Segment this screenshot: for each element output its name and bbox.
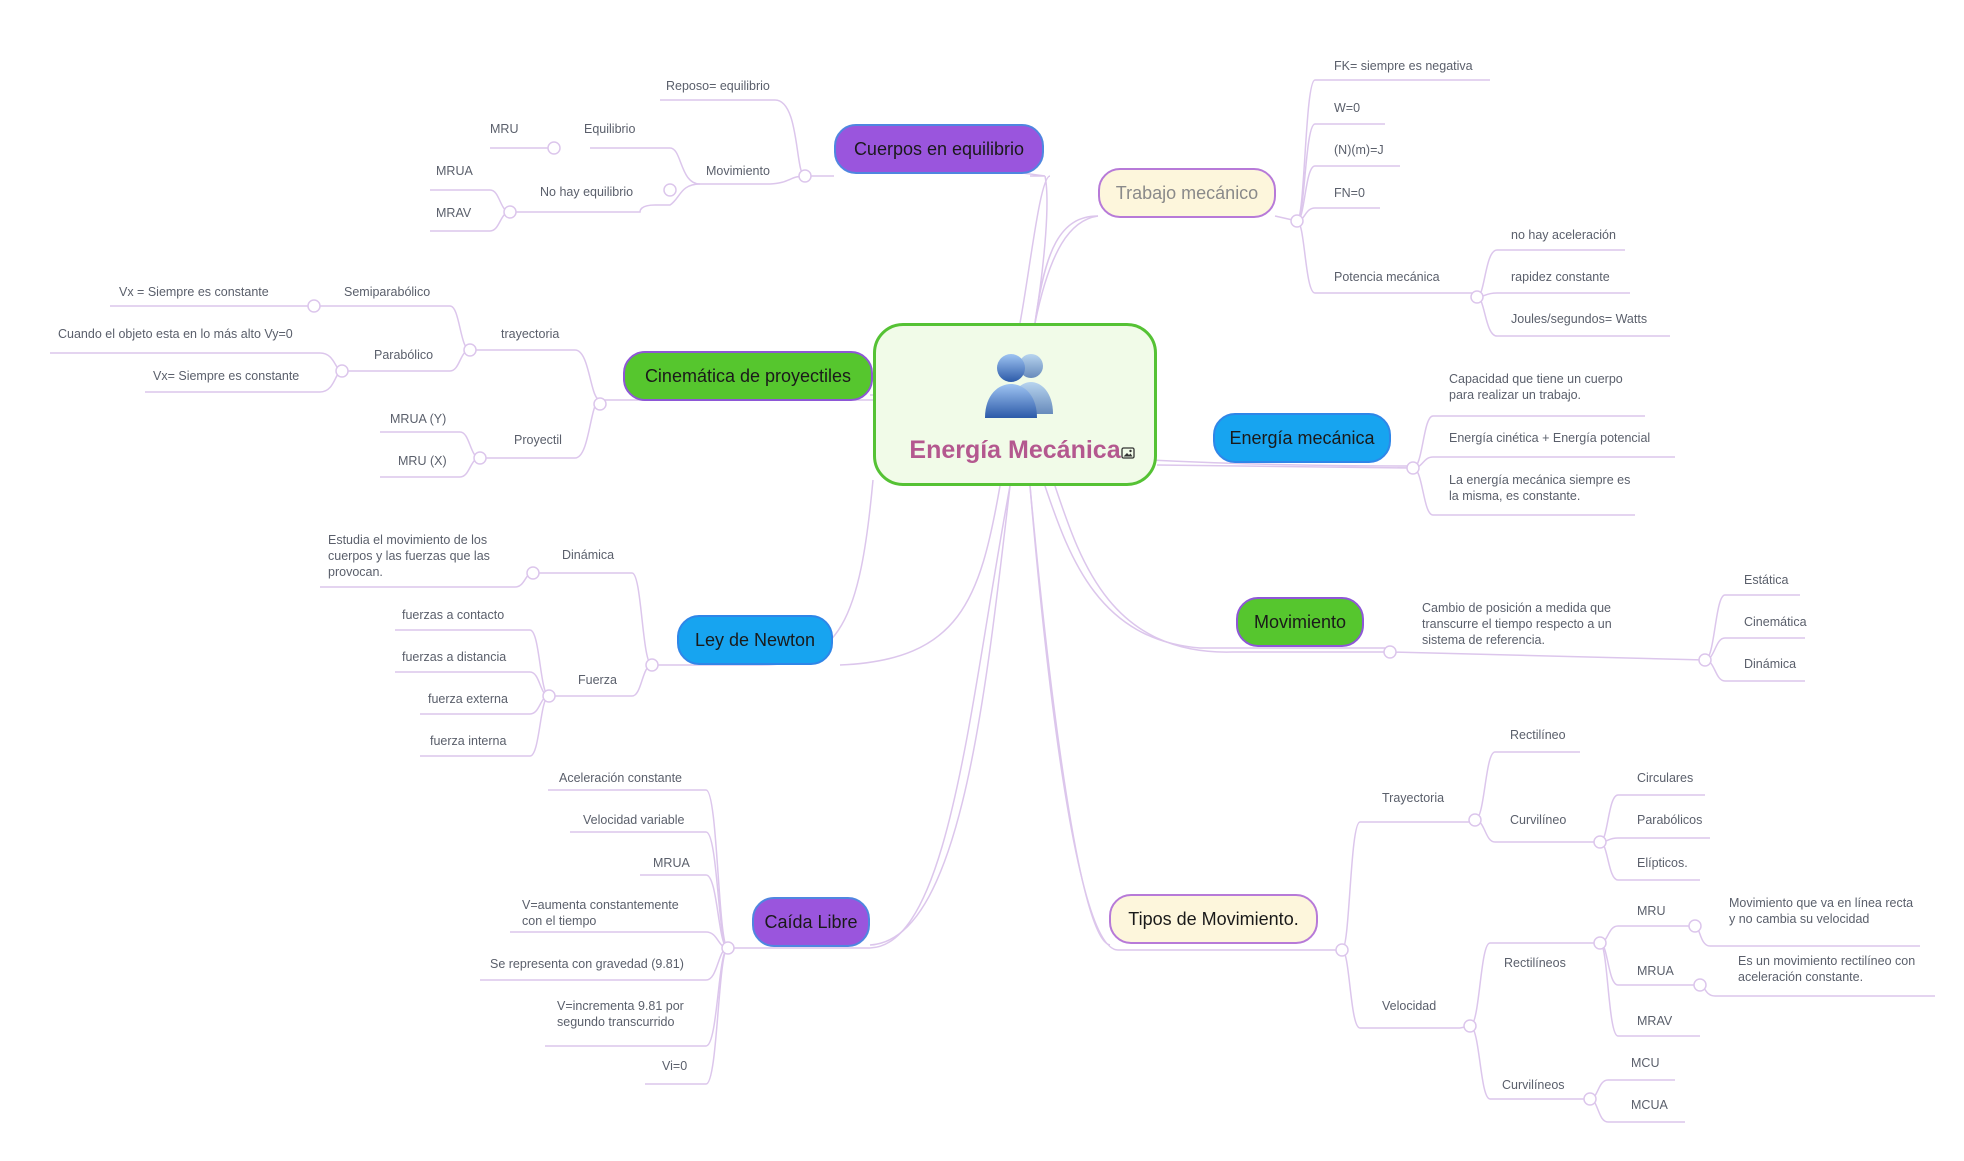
mru-label: MRU [490,122,519,136]
estudia-label: Estudia el movimiento de los cuerpos y l… [328,533,490,579]
caida-item-2: Velocidad variable [583,813,685,827]
topic-trabajo-mecanico[interactable]: Trabajo mecánico [1098,168,1276,218]
topic-cinematica-de-proyectiles[interactable]: Cinemática de proyectiles [623,351,873,401]
image-icon[interactable] [1121,447,1135,459]
fuerza-label: Fuerza [578,673,617,687]
mru-tipos-label: MRU [1637,904,1666,918]
trayectoria-tipos-label: Trayectoria [1382,791,1445,805]
suma-label: Energía cinética + Energía potencial [1449,431,1651,445]
capacidad-label: Capacidad que tiene un cuerpo para reali… [1449,372,1623,402]
no-aceleracion-label: no hay aceleración [1511,228,1616,242]
w-label: W=0 [1334,101,1361,115]
cinematica-sub-label: Cinemática [1744,615,1807,629]
topic-ley-de-newton[interactable]: Ley de Newton [677,615,833,665]
mru-x-label: MRU (X) [398,454,447,468]
mcua-label: MCUA [1631,1098,1668,1112]
caida-item-5: Se representa con gravedad (9.81) [490,957,684,971]
caida-item-1: Aceleración constante [559,771,682,785]
rectilineo-label: Rectilíneo [1510,728,1566,742]
mcu-label: MCU [1631,1056,1660,1070]
vx2-label: Vx= Siempre es constante [153,369,300,383]
trayectoria-label: trayectoria [501,327,560,341]
velocidad-label: Velocidad [1382,999,1437,1013]
interna-label: fuerza interna [430,734,507,748]
topic-movimiento[interactable]: Movimiento [1236,597,1364,647]
equilibrio-label: Equilibrio [584,122,636,136]
no-hay-equilibrio-label: No hay equilibrio [540,185,634,199]
mrua-y-label: MRUA (Y) [390,412,447,426]
caida-item-7: Vi=0 [662,1059,688,1073]
topic-energia-mecanica[interactable]: Energía mecánica [1213,413,1391,463]
mrav-tipos-label: MRAV [1637,1014,1673,1028]
vx-siempre-label: Vx = Siempre es constante [119,285,269,299]
mrua-tipos-label: MRUA [1637,964,1674,978]
proyectil-label: Proyectil [514,433,562,447]
topic-caida-libre[interactable]: Caída Libre [752,897,870,947]
caida-item-3: MRUA [653,856,690,870]
constante-label: La energía mecánica siempre es la misma,… [1449,473,1631,503]
parabolicos-label: Parabólicos [1637,813,1703,827]
caida-item-4: V=aumenta constantemente con el tiempo [522,898,679,928]
reposo-label: Reposo= equilibrio [666,79,770,93]
nmj-label: (N)(m)=J [1334,143,1384,157]
topic-tipos-de-movimiento[interactable]: Tipos de Movimiento. [1109,894,1318,944]
curvilineo-label: Curvilíneo [1510,813,1567,827]
topic-cuerpos-en-equilibrio[interactable]: Cuerpos en equilibrio [834,124,1044,174]
joules-label: Joules/segundos= Watts [1511,312,1648,326]
movimiento-label: Movimiento [706,164,770,178]
central-title: Energía Mecánica [909,436,1121,464]
alto-label: Cuando el objeto esta en lo más alto Vy=… [58,327,293,341]
curvilineos-label: Curvilíneos [1502,1078,1565,1092]
externa-label: fuerza externa [428,692,508,706]
caida-item-6: V=incrementa 9.81 por segundo transcurri… [557,999,684,1029]
semiparabolico-label: Semiparabólico [344,285,431,299]
potencia-label: Potencia mecánica [1334,270,1440,284]
rectilineos-label: Rectilíneos [1504,956,1566,970]
rapidez-label: rapidez constante [1511,270,1610,284]
users-icon [985,354,1053,418]
dinamica-label: Dinámica [562,548,615,562]
mrua-label: MRUA [436,164,473,178]
mrav-label: MRAV [436,206,472,220]
contacto-label: fuerzas a contacto [402,608,505,622]
circulares-label: Circulares [1637,771,1694,785]
distancia-label: fuerzas a distancia [402,650,507,664]
elipticos-label: Elípticos. [1637,856,1688,870]
central-topic[interactable]: Energía Mecánica [873,323,1157,486]
dinamica-sub-label: Dinámica [1744,657,1797,671]
estatica-label: Estática [1744,573,1789,587]
fk-label: FK= siempre es negativa [1334,59,1473,73]
cambio-label: Cambio de posición a medida que transcur… [1422,601,1612,647]
fn-label: FN=0 [1334,186,1365,200]
parabolico-label: Parabólico [374,348,434,362]
mru-desc-label: Movimiento que va en línea recta y no ca… [1729,896,1914,926]
mrua-desc-label: Es un movimiento rectilíneo con acelerac… [1738,954,1916,984]
